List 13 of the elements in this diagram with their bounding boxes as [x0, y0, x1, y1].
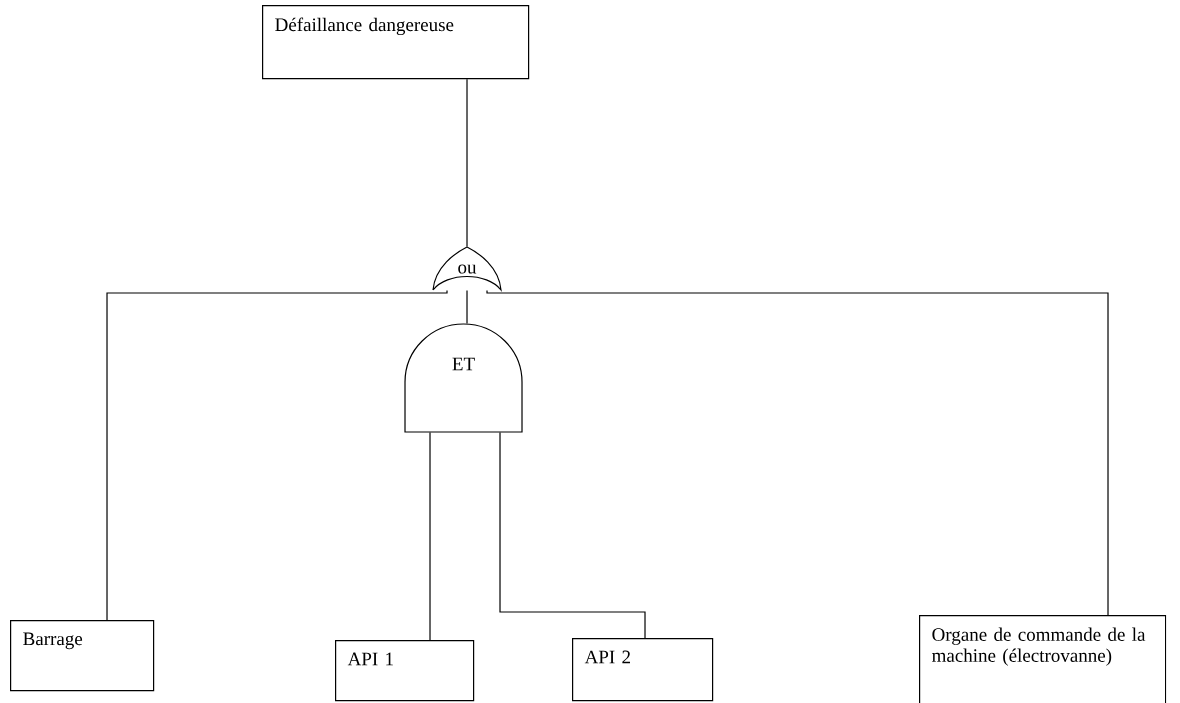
- event-box: Défaillance dangereuse: [262, 5, 530, 80]
- connector-line: [466, 78, 468, 247]
- event-box: Organe de commande de la machine (électrovanne): [919, 615, 1167, 703]
- connector-line: [429, 432, 431, 641]
- and-gate: ET: [404, 323, 523, 433]
- event-box: Barrage: [10, 620, 155, 692]
- connector-line: [499, 432, 646, 639]
- connector-line: [486, 290, 1109, 616]
- connector-line: [466, 290, 468, 324]
- or-gate: ou: [432, 246, 502, 291]
- event-box: API 2: [572, 638, 714, 702]
- connector-line: [106, 290, 448, 621]
- event-box: API 1: [335, 640, 475, 702]
